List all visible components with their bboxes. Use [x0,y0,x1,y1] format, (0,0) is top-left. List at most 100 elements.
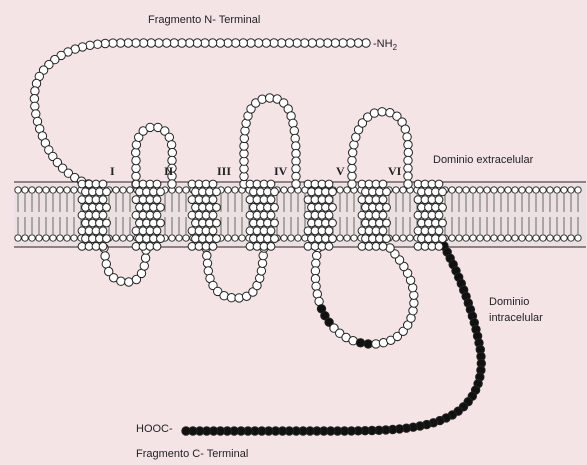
helix-bead [329,204,337,212]
n-terminal-bead [231,39,239,47]
extracellular-loop-bead [349,148,357,156]
extracellular-loop-bead [132,164,140,172]
n-terminal-bead [101,39,109,47]
helix-bead [329,188,337,196]
nh2-subscript: 2 [393,43,397,52]
inner-headgroup [512,235,518,241]
helix-bead [435,227,443,235]
helix-bead [379,243,387,251]
intracellular-loop-bead [410,291,418,299]
n-terminal-bead [293,39,301,47]
intracellular-loop-bead [364,340,372,348]
outer-headgroup [519,187,525,193]
n-terminal-bead [155,39,163,47]
segment-label-6: VI [388,165,401,177]
inner-headgroup [71,235,77,241]
inner-headgroup [449,235,455,241]
nh2-label: -NH2 [373,38,397,51]
intracellular-loop-bead [204,267,212,275]
extracellular-loop-bead [350,141,358,149]
inner-headgroup [407,235,413,241]
outer-headgroup [456,187,462,193]
outer-headgroup [554,187,560,193]
helix-bead [209,211,217,219]
n-terminal-bead [116,39,124,47]
intracellular-loop-bead [235,294,243,302]
intracellular-loop-bead [257,267,265,275]
inner-headgroup [337,235,343,241]
extracellular-loop-bead [348,156,356,164]
inner-headgroup [15,235,21,241]
nh2-prefix: -NH [373,38,393,50]
helix-bead [153,243,161,251]
helix-bead [157,188,165,196]
outer-headgroup [561,187,567,193]
inner-headgroup [498,235,504,241]
helix-bead [329,219,337,227]
intracellular-loop-bead [203,251,211,259]
extracellular-loop-bead [240,134,248,142]
intracellular-loop-bead [313,251,321,259]
n-terminal-bead [239,39,247,47]
inner-headgroup [463,235,469,241]
outer-headgroup [15,187,21,193]
segment-label-4: IV [274,165,287,177]
outer-headgroup [36,187,42,193]
outer-headgroup [484,187,490,193]
outer-headgroup [575,187,581,193]
helix-bead [439,188,447,196]
helix-bead [153,196,161,204]
extracellular-loop-bead [404,141,412,149]
helix-bead [99,227,107,235]
n-terminal-bead [32,110,40,118]
extracellular-loop-bead [132,172,140,180]
n-terminal-bead [86,41,94,49]
n-terminal-bead [109,39,117,47]
outer-headgroup [505,187,511,193]
intracellular-loop-bead [117,277,125,285]
outer-headgroup [71,187,77,193]
segment-label-2: II [164,165,173,177]
n-terminal-bead [216,39,224,47]
inner-headgroup [113,235,119,241]
extracellular-loop-bead [290,127,298,135]
c-terminal-bead [182,427,190,435]
helix-bead [325,211,333,219]
helix-bead [379,227,387,235]
inner-headgroup [470,235,476,241]
helix-bead [379,211,387,219]
helix-bead [209,196,217,204]
outer-headgroup [547,187,553,193]
helix-bead [435,211,443,219]
n-terminal-bead [285,39,293,47]
helix-bead [383,188,391,196]
intracellular-loop-bead [410,299,418,307]
extracellular-domain-label: Dominio extracelular [433,154,533,167]
inner-headgroup [351,235,357,241]
outer-headgroup [449,187,455,193]
intracellular-loop-bead [356,339,364,347]
outer-headgroup [176,187,182,193]
helix-bead [209,243,217,251]
helix-bead [379,196,387,204]
inner-headgroup [393,235,399,241]
inner-headgroup [540,235,546,241]
n-terminal-bead [316,39,324,47]
n-terminal-bead [139,39,147,47]
inner-headgroup [575,235,581,241]
outer-headgroup [64,187,70,193]
n-terminal-bead [193,39,201,47]
outer-headgroup [512,187,518,193]
helix-bead [271,188,279,196]
inner-headgroup [120,235,126,241]
extracellular-loop-bead [401,125,409,133]
inner-headgroup [183,235,189,241]
helix-bead [213,235,221,243]
n-terminal-bead [270,39,278,47]
helix-bead [267,180,275,188]
intracellular-domain-label-line1: Dominio [489,296,529,309]
helix-bead [153,180,161,188]
n-terminal-bead [178,39,186,47]
